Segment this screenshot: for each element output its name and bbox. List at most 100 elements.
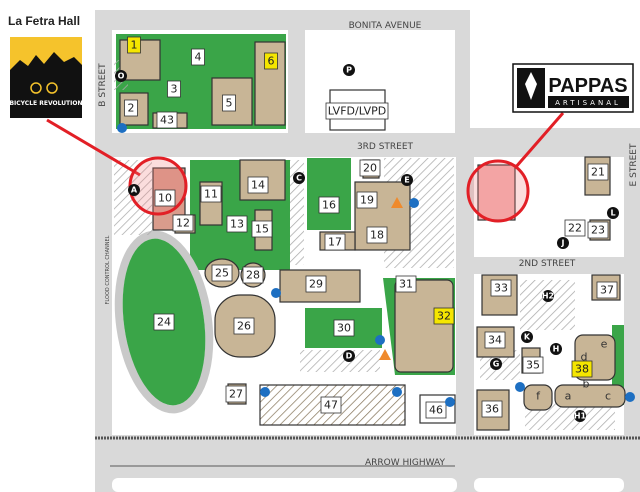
building-30[interactable]: 30 — [337, 322, 351, 335]
building-6[interactable]: 6 — [268, 55, 275, 68]
bicycle-revolution-text: BICYCLE REVOLUTION — [9, 100, 82, 107]
parking-marker — [550, 343, 562, 355]
building-34[interactable]: 34 — [488, 334, 502, 347]
parking-lot-h2[interactable]: H2 — [542, 292, 554, 301]
building-label-box — [225, 385, 247, 403]
building-label-box — [564, 219, 586, 237]
building-26[interactable]: 26 — [237, 320, 251, 333]
la-fetra-hall-title: La Fetra Hall — [8, 14, 81, 28]
building-31[interactable]: 31 — [399, 278, 413, 291]
parking-lot-h1[interactable]: H1 — [574, 412, 587, 421]
building-label-box — [366, 226, 388, 244]
building-label-box — [127, 36, 141, 54]
pappas-artisanal-logo: PAPPAS ARTISANAL — [512, 63, 634, 113]
parking-lot-e[interactable]: E — [404, 176, 409, 185]
building-label-box — [264, 52, 278, 70]
building-12[interactable]: 12 — [176, 217, 190, 230]
building-label-box — [233, 317, 255, 335]
parking-lot-l[interactable]: L — [610, 209, 615, 218]
parking-lot-a[interactable]: A — [131, 186, 138, 195]
building-36[interactable]: 36 — [485, 403, 499, 416]
building-28[interactable]: 28 — [246, 269, 260, 282]
building-18[interactable]: 18 — [370, 229, 384, 242]
building-label-box — [425, 401, 447, 419]
parking-marker — [574, 410, 586, 422]
blue-dot-marker-icon — [515, 382, 525, 392]
parking-lot-k[interactable]: K — [524, 333, 531, 342]
building-label-box — [154, 189, 176, 207]
blue-dot-marker-icon — [271, 288, 281, 298]
building-47[interactable]: 47 — [324, 399, 338, 412]
building-32[interactable]: 32 — [437, 310, 451, 323]
building-label-box — [222, 94, 236, 112]
building-24[interactable]: 24 — [157, 316, 171, 329]
building-38-section-c[interactable]: c — [605, 390, 611, 403]
building-label-box — [200, 185, 222, 203]
building-25[interactable]: 25 — [215, 267, 229, 280]
building-38-section-f[interactable]: f — [536, 390, 541, 403]
building-label-box — [596, 281, 618, 299]
building-38-section-b[interactable]: b — [583, 378, 590, 391]
building-label-box — [124, 99, 138, 117]
building-10[interactable]: 10 — [158, 192, 172, 205]
building-label-box — [333, 319, 355, 337]
building-38-section-e[interactable]: e — [601, 338, 608, 351]
street-2nd: 2ND STREET — [519, 259, 576, 269]
pappas-pointer — [513, 112, 565, 169]
building-label-box — [481, 400, 503, 418]
building-label-box — [172, 214, 194, 232]
blue-dot-marker-icon — [375, 335, 385, 345]
building-4[interactable]: 4 — [195, 51, 202, 64]
building-label-box — [359, 159, 381, 177]
parking-lot-d[interactable]: D — [346, 352, 353, 361]
building-20[interactable]: 20 — [363, 162, 377, 175]
building-35[interactable]: 35 — [526, 359, 540, 372]
street-bonita-avenue: BONITA AVENUE — [349, 21, 422, 31]
building-2[interactable]: 2 — [128, 102, 135, 115]
building-38[interactable]: 38 — [575, 363, 589, 376]
pappas-highlight-circle[interactable] — [466, 159, 530, 223]
building-23[interactable]: 23 — [591, 224, 605, 237]
building-5[interactable]: 5 — [226, 97, 233, 110]
building-37[interactable]: 37 — [600, 284, 614, 297]
orange-triangle-marker-icon — [391, 197, 403, 208]
parking-lot-h[interactable]: H — [553, 345, 560, 354]
building-38-section-d[interactable]: d — [581, 351, 588, 364]
building-label-box — [156, 111, 178, 129]
building-16[interactable]: 16 — [322, 199, 336, 212]
building-label-box — [251, 220, 273, 238]
parking-marker — [343, 350, 355, 362]
building-43[interactable]: 43 — [160, 114, 174, 127]
building-27[interactable]: 27 — [229, 388, 243, 401]
building-13[interactable]: 13 — [230, 218, 244, 231]
parking-lot-g[interactable]: G — [493, 360, 500, 369]
building-14[interactable]: 14 — [251, 179, 265, 192]
parking-lot-j[interactable]: J — [561, 239, 565, 248]
parking-lot-p[interactable]: P — [346, 66, 352, 75]
building-22[interactable]: 22 — [568, 222, 582, 235]
building-38-section-a[interactable]: a — [565, 390, 572, 403]
building-19[interactable]: 19 — [360, 194, 374, 207]
building-33[interactable]: 33 — [494, 282, 508, 295]
parking-marker — [521, 331, 533, 343]
building-29[interactable]: 29 — [309, 278, 323, 291]
parking-marker — [542, 290, 554, 302]
blue-dot-marker-icon — [625, 392, 635, 402]
building-label-box — [571, 360, 593, 378]
parking-lot-c[interactable]: C — [296, 174, 302, 183]
building-11[interactable]: 11 — [204, 188, 218, 201]
building-15[interactable]: 15 — [255, 223, 269, 236]
flood-control-channel-label: FLOOD CONTROL CHANNEL — [105, 235, 111, 304]
parking-marker — [401, 174, 413, 186]
building-3[interactable]: 3 — [171, 83, 178, 96]
building-lvfd-lvpd[interactable]: LVFD/LVPD — [328, 105, 387, 118]
building-1[interactable]: 1 — [131, 39, 138, 52]
parking-marker — [607, 207, 619, 219]
parking-lot-o[interactable]: O — [118, 72, 125, 81]
building-46[interactable]: 46 — [429, 404, 443, 417]
building-17[interactable]: 17 — [328, 236, 342, 249]
building-label-box — [320, 396, 342, 414]
building-21[interactable]: 21 — [591, 166, 605, 179]
building-label-box — [167, 80, 181, 98]
